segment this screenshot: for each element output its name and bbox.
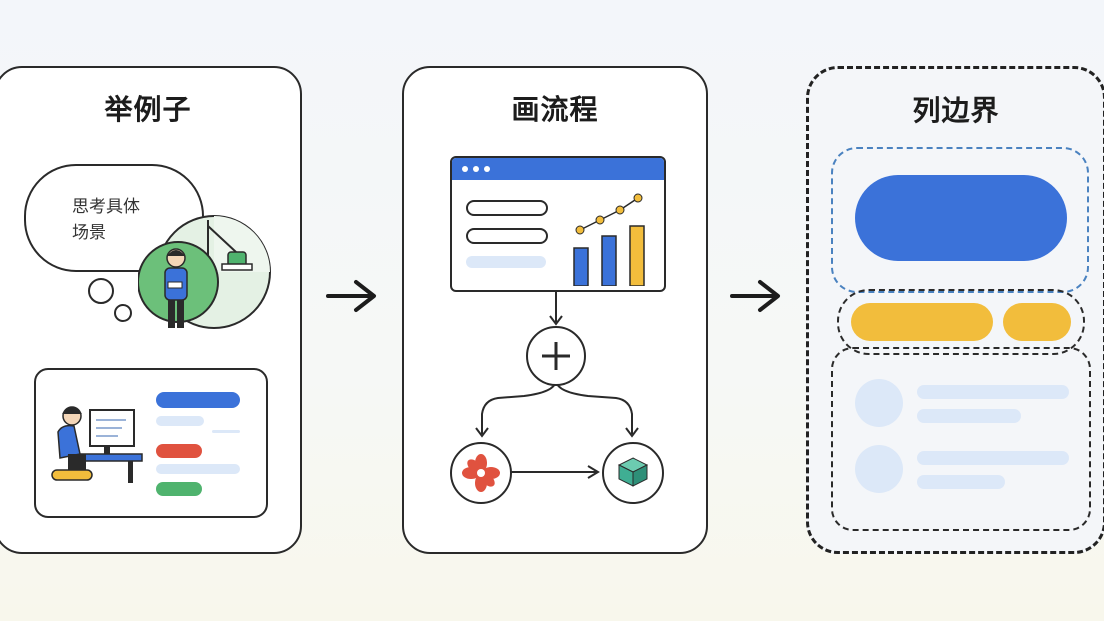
boundary-region-top (831, 147, 1089, 293)
flow-connectors (475, 290, 639, 438)
panel-title-flow: 画流程 (511, 93, 599, 126)
list-item-line-1a (917, 385, 1069, 399)
list-item-avatar-2 (855, 445, 903, 493)
bubble-dot-small (114, 304, 132, 322)
workspace-card (34, 368, 268, 518)
list-item-line-1b (917, 409, 1021, 423)
list-item-line-2b (917, 475, 1005, 489)
window-dot-3 (484, 166, 490, 172)
person-at-desk-illustration (51, 406, 143, 483)
arrow-right-icon (730, 280, 780, 312)
window-dot-1 (462, 166, 468, 172)
dashboard-window (450, 156, 666, 292)
bubble-text-line1: 思考具体 (72, 197, 140, 217)
boundary-region-bottom (831, 347, 1091, 531)
yellow-pill-small (1003, 303, 1071, 341)
panel-title-boundaries: 列边界 (912, 94, 1000, 127)
flower-icon (462, 454, 500, 492)
panel-boundaries: 列边界 (806, 66, 1104, 554)
yellow-pill-large (851, 303, 993, 341)
bar-chart-illustration (573, 193, 645, 286)
panel-flow: 画流程 (402, 66, 708, 554)
node-connector-arrow (510, 465, 600, 479)
form-field-1 (466, 200, 548, 216)
ui-bar-blue (156, 392, 240, 408)
window-dot-2 (473, 166, 479, 172)
cube-icon (617, 457, 649, 487)
window-titlebar (452, 158, 664, 180)
plus-icon (542, 342, 570, 370)
cube-node (602, 442, 664, 504)
form-field-3 (466, 256, 546, 268)
boundary-region-middle (837, 289, 1085, 355)
ui-bar-green (156, 482, 202, 496)
ui-bar-light-1b (212, 430, 240, 433)
primary-pill (855, 175, 1067, 261)
ui-bar-light-2 (156, 464, 240, 474)
bubble-text-line2: 场景 (72, 223, 106, 243)
thought-bubble (24, 164, 204, 272)
bubble-dot-large (88, 278, 114, 304)
list-item-avatar-1 (855, 379, 903, 427)
panel-title-examples: 举例子 (104, 93, 192, 126)
plus-node (526, 326, 586, 386)
list-item-line-2a (917, 451, 1069, 465)
panel-examples: 举例子 思考具体 场景 (0, 66, 302, 554)
arrow-right-icon (326, 280, 376, 312)
flower-node (450, 442, 512, 504)
form-field-2 (466, 228, 548, 244)
ui-bar-light-1 (156, 416, 204, 426)
ui-bar-red (156, 444, 202, 458)
person-presenting-illustration (138, 215, 271, 329)
